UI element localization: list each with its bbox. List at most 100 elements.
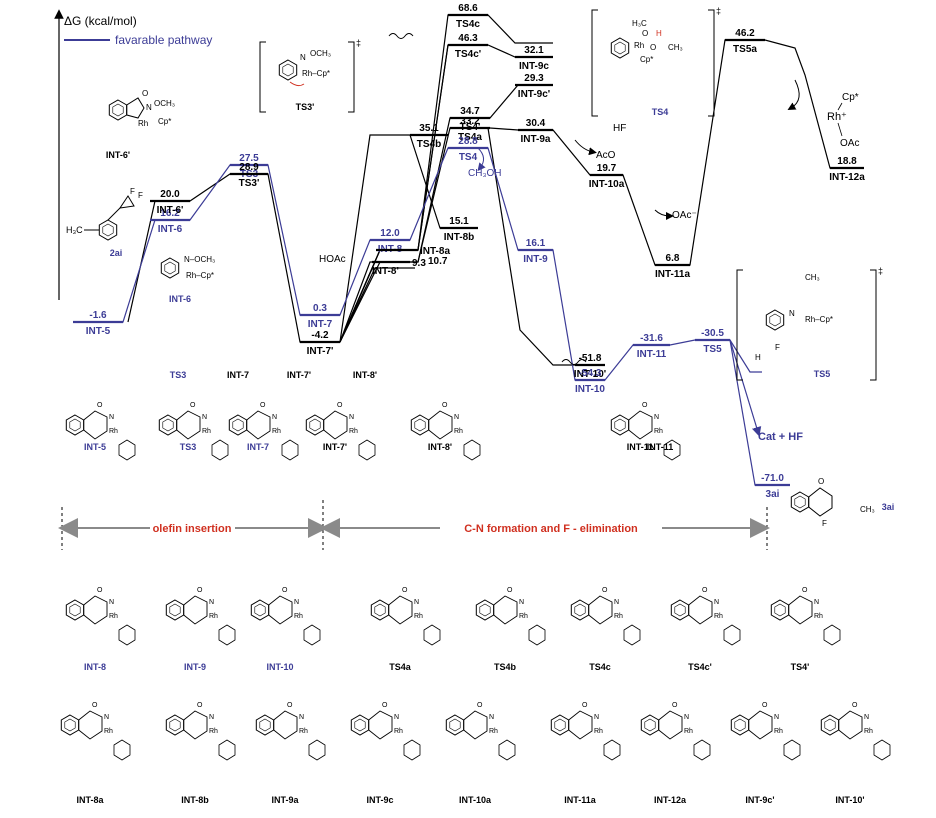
svg-text:N: N: [654, 414, 659, 421]
structure-label-int-7-prime-row1: INT-7': [323, 442, 347, 452]
energy-name-int-9c: INT-9c: [519, 61, 549, 72]
black-connectors: [127, 14, 864, 366]
annotation-rh-plus: Rh⁺: [827, 111, 847, 123]
svg-text:O: O: [197, 587, 203, 594]
species-label-int-7-prime-8: INT-7': [287, 370, 311, 380]
svg-text:O: O: [260, 402, 266, 409]
svg-text:Rh: Rh: [209, 613, 218, 620]
energy-name-int-9a: INT-9a: [520, 134, 550, 145]
svg-text:F: F: [775, 343, 780, 352]
structure-label-ts4-prime-row2: TS4': [791, 662, 810, 672]
structure-label-int-11a-row3: INT-11a: [564, 795, 597, 805]
svg-text:N: N: [146, 103, 152, 112]
svg-text:O: O: [672, 702, 678, 709]
energy-value-int-10: -54.3: [579, 368, 602, 379]
svg-text:O: O: [337, 402, 343, 409]
svg-text:Rh: Rh: [654, 428, 663, 435]
structure-int-9c-row3: ON Rh: [350, 702, 421, 761]
hf-release-arrow: [574, 139, 597, 156]
energy-name-int-9c-prime: INT-9c': [518, 89, 550, 100]
energy-name-int-8a: INT-8a: [420, 246, 450, 257]
legend-label: favarable pathway: [115, 33, 212, 47]
svg-text:N: N: [864, 714, 869, 721]
energy-value-ts4c-prime: 46.3: [458, 33, 478, 44]
svg-text:Cp*: Cp*: [640, 55, 653, 64]
svg-text:O: O: [642, 29, 648, 38]
energy-name-int-6: INT-6: [158, 224, 183, 235]
svg-text:Rh–Cp*: Rh–Cp*: [302, 69, 330, 78]
svg-text:O: O: [382, 702, 388, 709]
energy-value-int-9: 16.1: [526, 238, 546, 249]
svg-text:O: O: [507, 587, 513, 594]
y-axis-label: ΔG (kcal/mol): [64, 14, 137, 28]
svg-text:Rh: Rh: [394, 728, 403, 735]
energy-value-ts4b: 35.1: [419, 123, 439, 134]
svg-text:O: O: [852, 702, 858, 709]
svg-text:N: N: [594, 714, 599, 721]
svg-text:N: N: [714, 599, 719, 606]
species-label-ts4-0: TS4: [652, 107, 669, 117]
species-label-int-8-prime-9: INT-8': [353, 370, 377, 380]
svg-text:Rh: Rh: [684, 728, 693, 735]
structure-label-int-10-prime-row3: INT-10': [835, 795, 864, 805]
rh-cp-bond: [837, 102, 843, 111]
svg-text:O: O: [642, 402, 648, 409]
svg-text:Rh: Rh: [614, 613, 623, 620]
structure-label-int-9a-row3: INT-9a: [271, 795, 299, 805]
svg-text:N: N: [489, 714, 494, 721]
svg-text:O: O: [282, 587, 288, 594]
energy-value-ts5a: 46.2: [735, 28, 755, 39]
svg-text:N: N: [614, 599, 619, 606]
structure-label-int-9c-row3: INT-9c: [366, 795, 393, 805]
oac-release-arrow: [654, 209, 674, 220]
svg-text:N: N: [774, 714, 779, 721]
energy-value-int-6-prime: 20.0: [160, 189, 180, 200]
energy-name-int-7: INT-7: [308, 319, 333, 330]
energy-name-ts4a: TS4a: [458, 132, 482, 143]
svg-text:O: O: [650, 43, 656, 52]
structure-label-int-12a-row3: INT-12a: [654, 795, 687, 805]
svg-text:H₃C: H₃C: [66, 225, 83, 235]
energy-value-ts4c: 68.6: [458, 3, 478, 14]
energy-name-int-10: INT-10: [575, 384, 605, 395]
svg-text:Rh: Rh: [104, 728, 113, 735]
svg-text:H: H: [755, 353, 761, 362]
svg-text:O: O: [582, 702, 588, 709]
svg-text:Rh: Rh: [774, 728, 783, 735]
svg-text:Rh: Rh: [109, 613, 118, 620]
svg-text:O: O: [702, 587, 708, 594]
energy-name-ts5a: TS5a: [733, 44, 757, 55]
svg-text:N: N: [394, 714, 399, 721]
svg-text:Rh: Rh: [209, 728, 218, 735]
axis-break-top: [388, 33, 414, 39]
svg-text:Rh–Cp*: Rh–Cp*: [805, 315, 833, 324]
svg-text:N: N: [519, 599, 524, 606]
energy-value-int-8b: 15.1: [449, 216, 469, 227]
svg-text:O: O: [190, 402, 196, 409]
energy-name-int-6-prime: INT-6': [157, 205, 184, 216]
energy-name-int-7-prime: INT-7': [307, 346, 334, 357]
svg-text:Rh: Rh: [138, 119, 148, 128]
svg-text:O: O: [92, 702, 98, 709]
svg-text:F: F: [822, 519, 827, 528]
energy-value-int-8a: 10.7: [428, 256, 448, 267]
svg-text:Cp*: Cp*: [158, 117, 171, 126]
